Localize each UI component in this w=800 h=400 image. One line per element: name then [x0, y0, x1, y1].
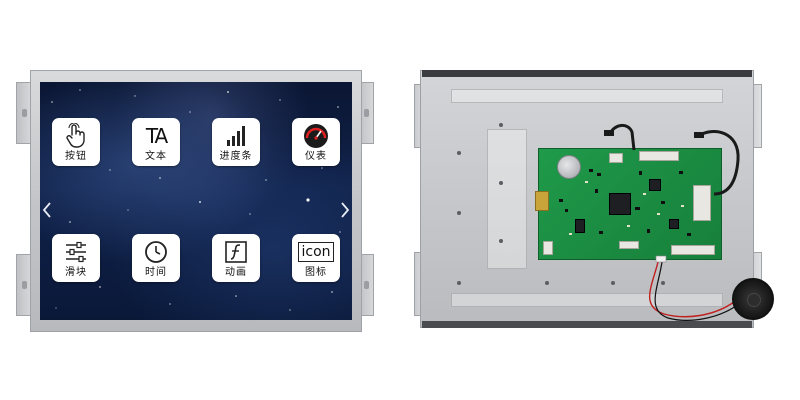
small-connector [609, 153, 623, 163]
mount-hole [457, 211, 461, 215]
front-display-module: 按钮 TA 文本 进度条 [14, 70, 376, 332]
mount-hole [457, 151, 461, 155]
icon-word-icon: icon [292, 237, 340, 267]
app-label-animation: 动画 [225, 267, 247, 278]
mount-hole [499, 239, 503, 243]
app-progress-bar[interactable]: 进度条 [212, 118, 260, 166]
driver-board-pcb [535, 148, 722, 260]
fpc-connector-bottom [671, 245, 715, 255]
slider-icon [52, 237, 100, 267]
app-button[interactable]: 按钮 [52, 118, 100, 166]
app-label-icon: 图标 [305, 267, 327, 278]
back-display-module [414, 70, 790, 332]
touch-hand-icon [52, 121, 100, 151]
mount-hole [499, 123, 503, 127]
app-label-progress-bar: 进度条 [219, 151, 253, 162]
back-bottom-edge [422, 321, 752, 328]
chip [669, 219, 679, 229]
stiffener-rib-bottom [451, 293, 723, 307]
progress-bars-icon [212, 121, 260, 151]
nav-right-arrow-icon[interactable] [338, 200, 352, 220]
gauge-icon [292, 121, 340, 151]
app-label-time: 时间 [145, 267, 167, 278]
stiffener-rib-left [487, 129, 527, 269]
fpc-connector-top [639, 151, 679, 161]
stiffener-rib-top [451, 89, 723, 103]
hdmi-port [535, 191, 549, 211]
chip [575, 219, 585, 233]
app-label-gauge: 仪表 [305, 151, 327, 162]
icon-word-glyph: icon [298, 242, 334, 262]
chip [649, 179, 661, 191]
animation-icon [212, 237, 260, 267]
small-connector [543, 241, 553, 255]
nav-left-arrow-icon[interactable] [40, 200, 54, 220]
clock-icon [132, 237, 180, 267]
mount-hole [457, 281, 461, 285]
coin-battery [557, 155, 581, 179]
app-gauge[interactable]: 仪表 [292, 118, 340, 166]
speaker [732, 278, 774, 320]
app-text[interactable]: TA 文本 [132, 118, 180, 166]
mount-hole [499, 181, 503, 185]
text-icon: TA [132, 121, 180, 151]
mount-hole [611, 281, 615, 285]
app-label-slider: 滑块 [65, 267, 87, 278]
app-time[interactable]: 时间 [132, 234, 180, 282]
small-connector [619, 241, 639, 249]
main-processor-chip [609, 193, 631, 215]
mount-hole [545, 281, 549, 285]
text-icon-glyph: TA [145, 124, 168, 148]
pcb-components [559, 169, 691, 236]
app-animation[interactable]: 动画 [212, 234, 260, 282]
mount-hole [661, 281, 665, 285]
app-label-button: 按钮 [65, 151, 87, 162]
app-icon-widget[interactable]: icon 图标 [292, 234, 340, 282]
app-label-text: 文本 [145, 151, 167, 162]
app-slider[interactable]: 滑块 [52, 234, 100, 282]
back-top-edge [422, 70, 752, 77]
lcd-screen: 按钮 TA 文本 进度条 [40, 82, 352, 320]
